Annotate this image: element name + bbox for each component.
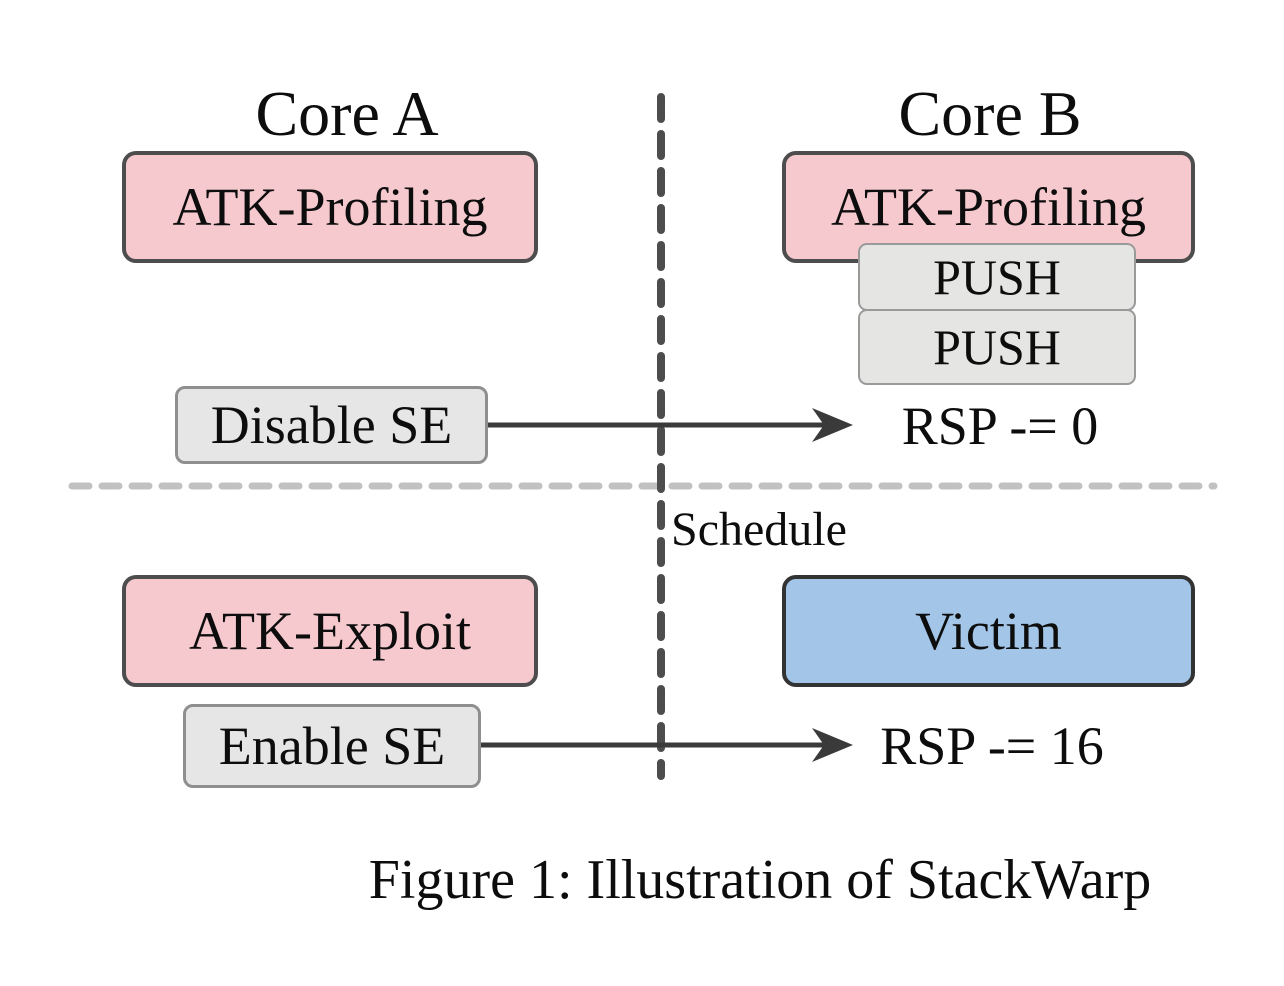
- victim-label: Victim: [915, 601, 1062, 661]
- enable-se-label: Enable SE: [218, 716, 446, 776]
- push-box-2: PUSH: [858, 309, 1136, 385]
- push-label-2: PUSH: [933, 319, 1061, 375]
- rsp-sixteen-text: RSP -= 16: [880, 716, 1104, 776]
- figure-caption: Figure 1: Illustration of StackWarp: [368, 849, 1152, 911]
- arrow-enable-se: [481, 728, 853, 762]
- core-a-atk-profiling-label: ATK-Profiling: [172, 177, 488, 237]
- core-a-title: Core A: [255, 78, 439, 149]
- push-box-1: PUSH: [858, 243, 1136, 311]
- arrow-disable-se: [488, 408, 853, 442]
- enable-se-box: Enable SE: [183, 704, 481, 788]
- disable-se-box: Disable SE: [175, 386, 488, 464]
- core-a-atk-profiling-box: ATK-Profiling: [122, 151, 538, 263]
- core-b-atk-profiling-label: ATK-Profiling: [831, 177, 1146, 237]
- rsp-zero-text: RSP -= 0: [901, 396, 1099, 456]
- atk-exploit-box: ATK-Exploit: [122, 575, 538, 687]
- core-b-title: Core B: [898, 78, 1082, 149]
- disable-se-label: Disable SE: [210, 395, 453, 455]
- schedule-label: Schedule: [671, 503, 847, 556]
- atk-exploit-label: ATK-Exploit: [189, 601, 471, 661]
- push-label-1: PUSH: [933, 249, 1061, 305]
- victim-box: Victim: [782, 575, 1195, 687]
